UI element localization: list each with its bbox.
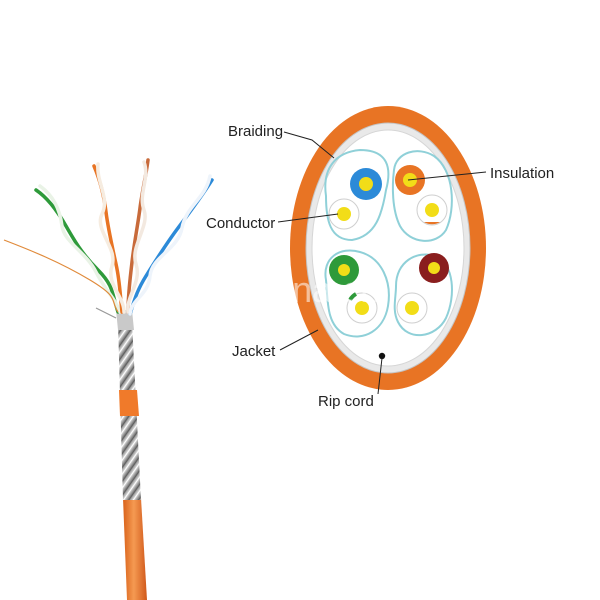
watermark: en.china.cn [196,269,380,310]
label-braiding: Braiding [228,123,283,140]
rip-cord-dot [378,352,386,360]
pair-shield-top-right [391,150,453,242]
cable-rip-cord-thread [3,239,119,313]
cable-jacket [123,498,147,600]
pair-brown [396,253,449,324]
pair-shield-top-left [324,148,390,242]
leader-braiding [283,131,335,159]
label-jacket: Jacket [232,343,276,360]
cable-illustration [3,158,214,600]
cross-section [290,106,486,390]
label-conductor: Conductor [206,215,275,232]
twisted-pair-brown [126,158,150,314]
leader-conductor [277,213,339,223]
label-insulation: Insulation [490,165,554,182]
twisted-pair-orange [92,162,126,314]
cable-band [119,390,139,416]
pair-shield-bottom-left [324,249,390,338]
leader-rip-cord [377,357,383,395]
cable-drain-wire [95,307,117,319]
twisted-pair-green [34,184,122,314]
leader-insulation [407,171,487,181]
leader-jacket [279,329,319,351]
pair-blue [328,168,382,230]
pair-green [329,255,378,324]
twisted-pair-blue [128,174,214,316]
label-rip-cord: Rip cord [318,393,374,410]
pair-shield-bottom-right [393,253,453,337]
